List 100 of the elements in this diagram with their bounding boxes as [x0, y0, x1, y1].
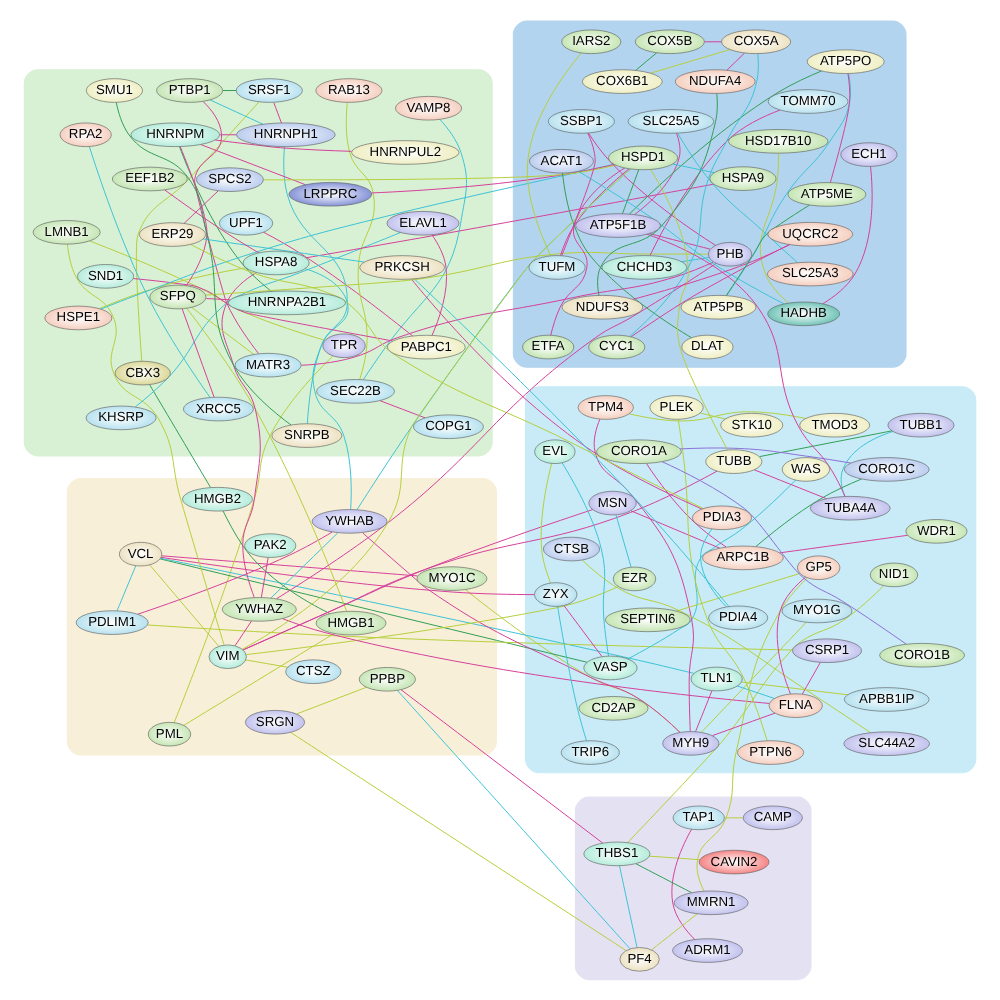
connector: [540, 462, 553, 584]
connector: [703, 41, 722, 43]
connector: [300, 261, 714, 366]
connector: [296, 686, 367, 715]
cluster: [66, 477, 497, 756]
connector: [801, 661, 821, 695]
connector: [160, 556, 535, 596]
connector: [305, 183, 715, 259]
connector: [627, 585, 885, 844]
connector: [741, 681, 849, 696]
connector: [618, 865, 638, 949]
connector: [234, 620, 253, 647]
connector: [635, 52, 658, 71]
connector: [245, 659, 289, 668]
connector: [633, 132, 681, 216]
connector: [260, 557, 269, 598]
connector: [183, 190, 219, 224]
connector: [588, 132, 716, 246]
connector: [263, 231, 414, 337]
connector: [149, 384, 212, 489]
connector: [202, 238, 365, 263]
connector: [675, 572, 801, 612]
connector: [561, 462, 609, 657]
connector: [724, 817, 744, 819]
connector: [290, 731, 627, 951]
connector: [345, 102, 375, 380]
connector: [397, 690, 631, 950]
connector: [615, 514, 632, 568]
connector: [159, 558, 588, 663]
connector: [578, 170, 785, 305]
connector: [116, 565, 137, 612]
connector: [627, 479, 796, 660]
connector: [400, 689, 604, 844]
connector: [635, 863, 693, 894]
connector: [221, 272, 261, 598]
connector: [672, 163, 715, 174]
connector: [661, 461, 907, 645]
connector: [681, 257, 710, 263]
connector: [222, 90, 237, 92]
cluster: [23, 69, 493, 457]
connector: [132, 278, 394, 342]
connector: [700, 528, 727, 608]
connector: [712, 712, 776, 737]
connector: [164, 189, 260, 254]
connector: [759, 152, 789, 304]
connector: [726, 52, 746, 71]
connector: [526, 52, 582, 257]
connector: [755, 478, 863, 547]
connector: [149, 564, 220, 647]
connector: [649, 49, 731, 74]
connector: [701, 621, 807, 733]
cluster: [525, 386, 977, 774]
connector: [677, 132, 799, 264]
connector: [270, 532, 339, 599]
connector: [273, 102, 282, 124]
connector: [245, 586, 619, 656]
connector: [89, 240, 326, 341]
cluster: [574, 796, 812, 981]
connector: [181, 308, 215, 398]
connector: [263, 164, 617, 181]
connector: [725, 204, 810, 296]
connector: [630, 510, 721, 549]
connector: [621, 169, 640, 215]
connector: [699, 412, 726, 420]
connector: [147, 624, 793, 651]
connector: [759, 430, 893, 458]
connector: [66, 243, 225, 646]
connector: [194, 100, 260, 354]
connector: [628, 411, 807, 422]
connector: [209, 99, 264, 125]
connector: [840, 430, 894, 497]
connector: [186, 307, 348, 612]
connector: [736, 685, 775, 699]
connector: [379, 400, 426, 419]
connector: [431, 234, 447, 336]
connector: [550, 167, 626, 336]
connector: [679, 447, 852, 464]
connector: [753, 469, 827, 500]
connector: [200, 144, 306, 186]
connector: [695, 690, 713, 733]
connector: [283, 146, 348, 425]
connector: [563, 605, 603, 658]
connector: [648, 855, 701, 861]
connector: [776, 576, 807, 695]
connector: [191, 306, 255, 356]
cluster: [512, 20, 907, 368]
connector: [822, 165, 873, 305]
connector: [371, 164, 615, 194]
connector: [205, 298, 231, 301]
connector: [222, 510, 331, 614]
connector: [648, 233, 711, 250]
connector: [183, 633, 335, 726]
connector: [304, 268, 352, 511]
connector: [214, 139, 353, 152]
connector: [560, 168, 630, 256]
connector: [651, 913, 698, 951]
connector: [671, 828, 696, 940]
connector: [779, 534, 908, 554]
connector: [829, 73, 851, 184]
connector: [219, 134, 237, 136]
